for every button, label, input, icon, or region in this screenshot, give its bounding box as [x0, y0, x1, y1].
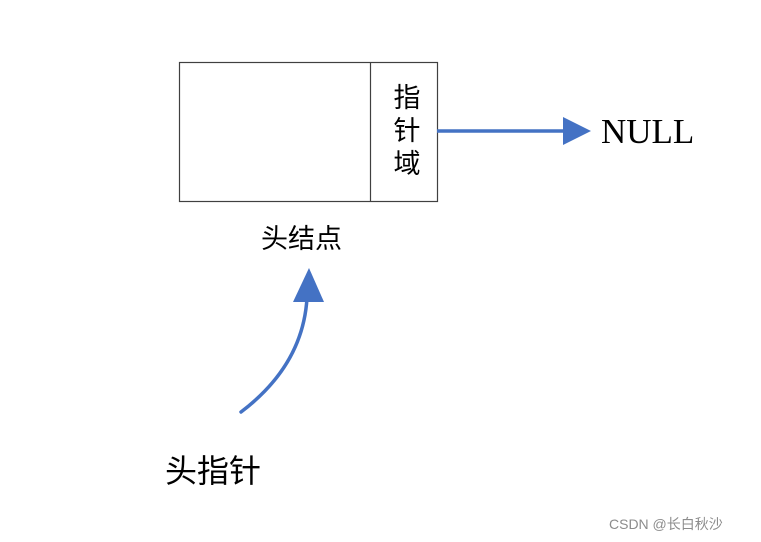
watermark: CSDN @长白秋沙 — [609, 516, 723, 532]
null-label: NULL — [601, 112, 695, 151]
head-pointer-arrow-head — [293, 268, 324, 302]
head-node-label: 头结点 — [261, 224, 342, 255]
head-pointer-label: 头指针 — [165, 452, 262, 490]
head-node-box — [178, 61, 439, 203]
head-pointer-arrow-curve — [239, 296, 309, 414]
null-arrow-head — [563, 117, 591, 145]
pointer-field-label: 指针域 — [388, 82, 420, 182]
